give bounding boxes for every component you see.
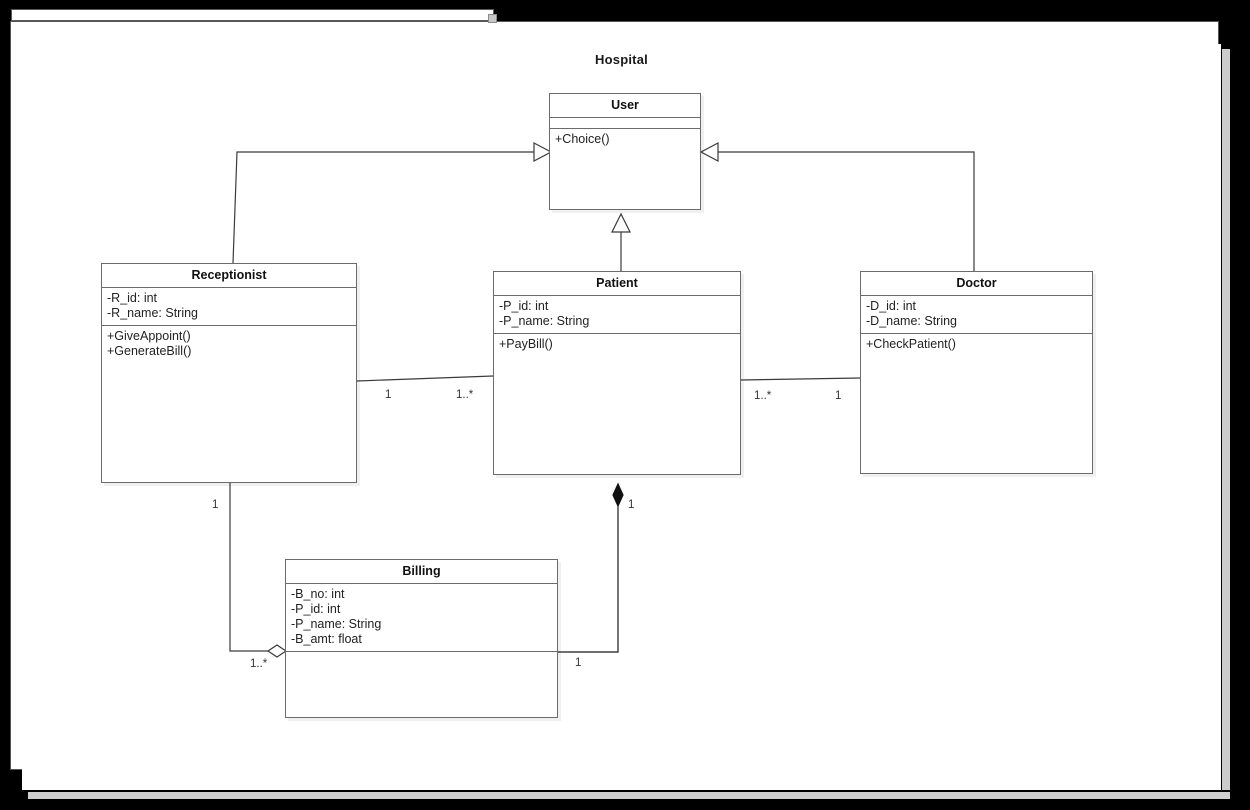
class-operations-doctor: +CheckPatient(): [861, 334, 1092, 356]
class-box-patient[interactable]: Patient -P_id: int -P_name: String +PayB…: [493, 271, 741, 475]
attribute-item: -D_id: int: [866, 299, 917, 313]
page-title: Hospital: [595, 52, 648, 67]
toolbar-resize-handle[interactable]: [488, 14, 497, 23]
attribute-item: -D_name: String: [866, 314, 958, 328]
multiplicity-label: 1: [575, 657, 582, 669]
relationship-layer: [229, 142, 975, 658]
class-attributes-patient: -P_id: int -P_name: String: [494, 296, 740, 334]
application-window: Hospital: [10, 21, 1230, 799]
class-name-patient: Patient: [494, 272, 740, 296]
attribute-item: -P_name: String: [499, 314, 590, 328]
attribute-item: -B_no: int: [291, 587, 345, 601]
operation-item: +CheckPatient(): [866, 337, 956, 351]
multiplicity-label: 1: [385, 389, 392, 401]
multiplicity-label: 1: [628, 499, 635, 511]
operation-item: +GiveAppoint(): [107, 329, 191, 343]
class-name-user: User: [550, 94, 700, 118]
class-box-doctor[interactable]: Doctor -D_id: int -D_name: String +Check…: [860, 271, 1093, 474]
class-name-billing: Billing: [286, 560, 557, 584]
class-attributes-doctor: -D_id: int -D_name: String: [861, 296, 1092, 334]
class-operations-billing: [286, 652, 557, 659]
attribute-item: -R_name: String: [107, 306, 199, 320]
class-box-user[interactable]: User +Choice(): [549, 93, 701, 210]
class-attributes-receptionist: -R_id: int -R_name: String: [102, 288, 356, 326]
diagram-canvas[interactable]: Hospital: [22, 44, 1221, 790]
class-name-receptionist: Receptionist: [102, 264, 356, 288]
attribute-item: -P_id: int: [499, 299, 549, 313]
class-attributes-user: [550, 118, 700, 129]
multiplicity-label: 1: [212, 499, 219, 511]
composition-patient-billing[interactable]: [558, 482, 624, 653]
class-attributes-billing: -B_no: int -P_id: int -P_name: String -B…: [286, 584, 557, 652]
attribute-item: -B_amt: float: [291, 632, 362, 646]
horizontal-scrollbar[interactable]: [28, 792, 1230, 799]
association-patient-doctor[interactable]: [740, 377, 861, 381]
class-operations-patient: +PayBill(): [494, 334, 740, 356]
class-box-receptionist[interactable]: Receptionist -R_id: int -R_name: String …: [101, 263, 357, 483]
class-box-billing[interactable]: Billing -B_no: int -P_id: int -P_name: S…: [285, 559, 558, 718]
generalization-receptionist-user[interactable]: [232, 142, 553, 264]
multiplicity-label: 1: [835, 390, 842, 402]
attribute-item: -P_name: String: [291, 617, 382, 631]
class-operations-receptionist: +GiveAppoint() +GenerateBill(): [102, 326, 356, 363]
operation-item: +PayBill(): [499, 337, 553, 351]
association-receptionist-patient[interactable]: [356, 375, 494, 382]
operation-item: +GenerateBill(): [107, 344, 192, 358]
multiplicity-label: 1..*: [754, 390, 772, 402]
toolbar-strip[interactable]: [11, 9, 494, 21]
class-name-doctor: Doctor: [861, 272, 1092, 296]
aggregation-receptionist-billing[interactable]: [229, 483, 288, 658]
attribute-item: -R_id: int: [107, 291, 158, 305]
attribute-item: -P_id: int: [291, 602, 341, 616]
generalization-doctor-user[interactable]: [699, 142, 975, 271]
multiplicity-label: 1..*: [250, 658, 268, 670]
multiplicity-label: 1..*: [456, 389, 474, 401]
operation-item: +Choice(): [555, 132, 610, 146]
vertical-scrollbar[interactable]: [1222, 49, 1230, 790]
class-operations-user: +Choice(): [550, 129, 700, 151]
